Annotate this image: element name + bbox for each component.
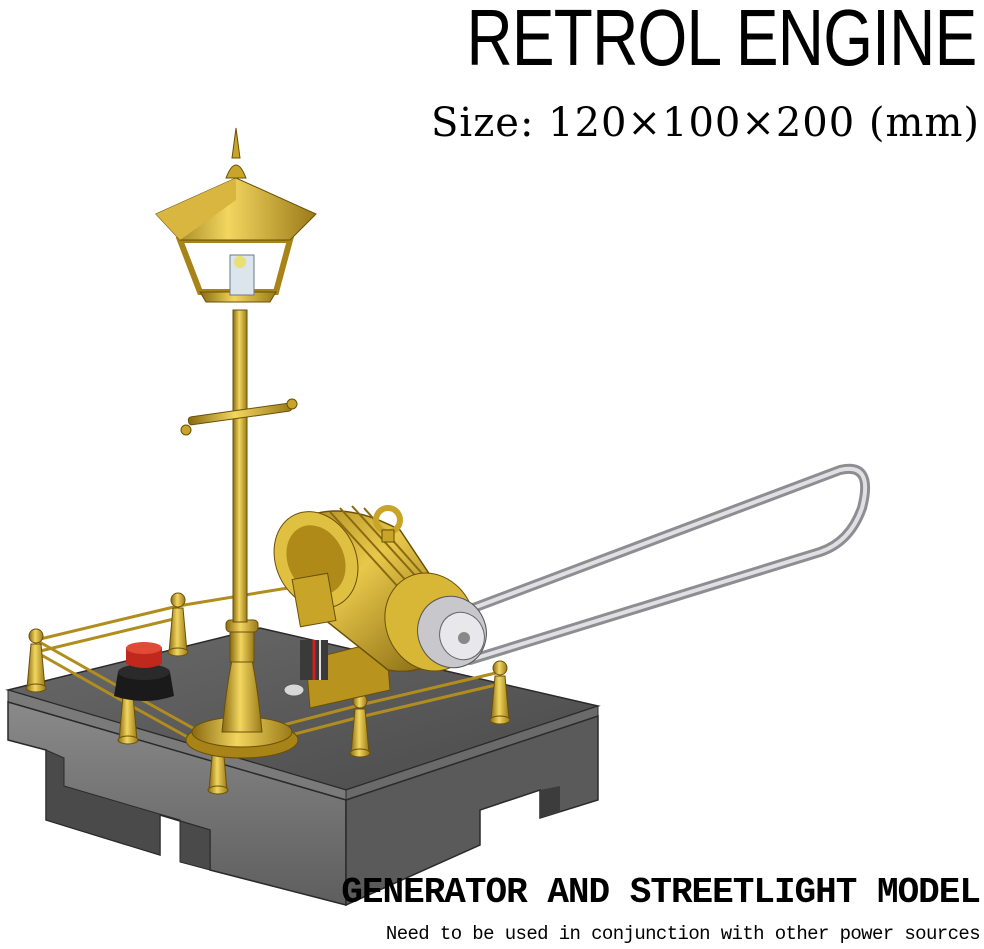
size-spec: Size: 120×100×200 (mm) — [431, 100, 980, 146]
generator-motor-icon — [273, 505, 487, 709]
drive-belt-icon — [447, 463, 871, 665]
usage-note: Need to be used in conjunction with othe… — [385, 923, 981, 945]
page-title: RETROL ENGINE — [466, 0, 977, 82]
push-button-icon — [114, 642, 174, 701]
model-name: GENERATOR AND STREETLIGHT MODEL — [341, 872, 981, 913]
street-lamp-icon — [155, 127, 317, 759]
